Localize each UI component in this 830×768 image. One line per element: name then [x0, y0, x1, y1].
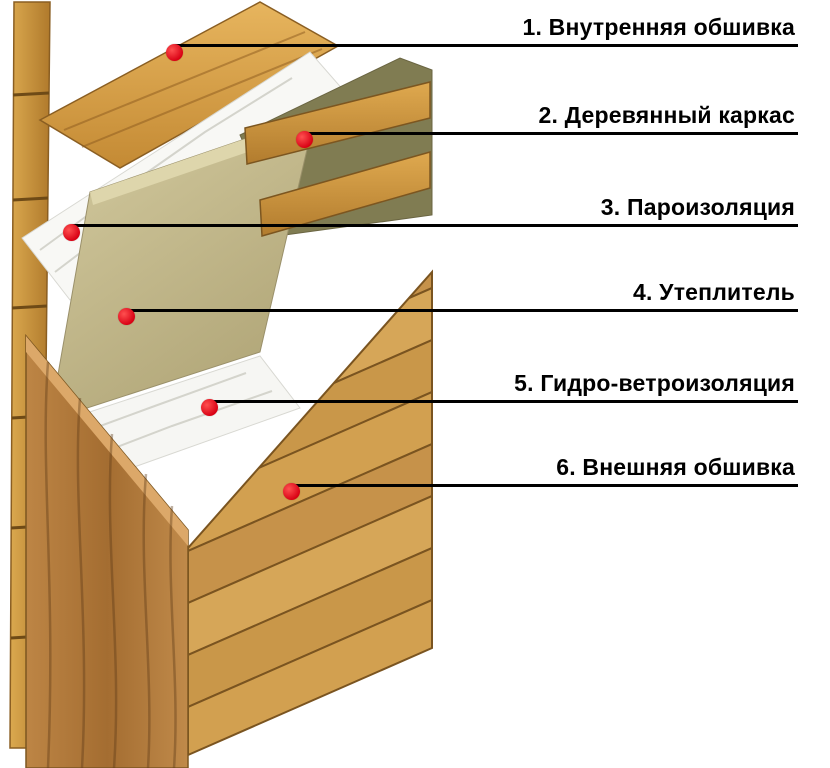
callout-2-text: 2. Деревянный каркас — [538, 102, 795, 128]
clapboard-plank — [188, 494, 432, 657]
frame-beam — [244, 81, 431, 165]
callout-3-dot — [63, 224, 80, 241]
callout-2: 2. Деревянный каркас — [305, 102, 798, 135]
callout-5: 5. Гидро-ветроизоляция — [210, 370, 798, 403]
callout-5-text: 5. Гидро-ветроизоляция — [514, 370, 795, 396]
callout-4-text: 4. Утеплитель — [633, 279, 795, 305]
callout-6-text: 6. Внешняя обшивка — [556, 454, 795, 480]
clapboard-plank — [188, 442, 432, 605]
callout-3-text: 3. Пароизоляция — [600, 194, 795, 220]
callout-2-dot — [296, 131, 313, 148]
callout-4: 4. Утеплитель — [127, 279, 798, 312]
corner-board-grain — [44, 361, 177, 768]
board-grain-lines — [63, 31, 323, 148]
callout-1-text: 1. Внутренняя обшивка — [522, 14, 795, 40]
clapboard-plank — [188, 598, 432, 755]
callout-1-dot — [166, 44, 183, 61]
corner-board-top-bevel — [26, 336, 188, 546]
clapboard-plank — [188, 390, 432, 553]
callout-1: 1. Внутренняя обшивка — [175, 14, 798, 47]
callout-5-dot — [201, 399, 218, 416]
callout-4-dot — [118, 308, 135, 325]
callout-3: 3. Пароизоляция — [72, 194, 798, 227]
callout-6-dot — [283, 483, 300, 500]
corner-board — [25, 333, 189, 768]
callout-6: 6. Внешняя обшивка — [292, 454, 798, 487]
clapboard-plank — [188, 546, 432, 709]
